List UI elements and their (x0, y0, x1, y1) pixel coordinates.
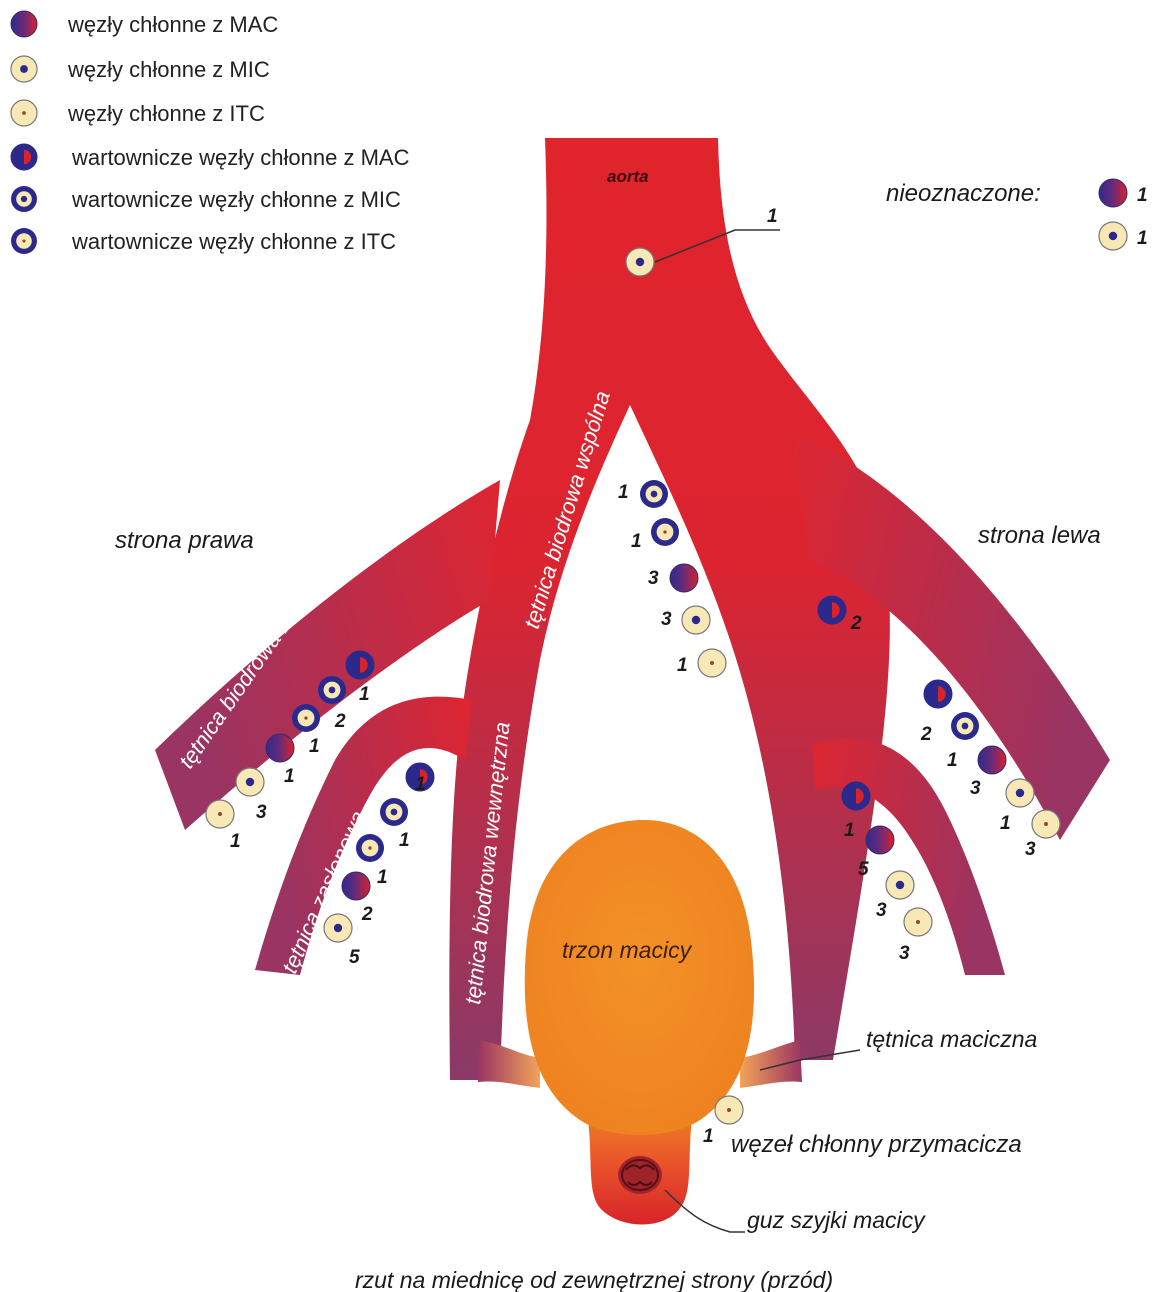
strona-lewa-label: strona lewa (978, 522, 1101, 549)
right-obturator-mic-node (324, 914, 352, 942)
right-external-iliac-mac-node (266, 734, 294, 762)
node-count: 2 (850, 613, 862, 634)
right-external-iliac-s-mic-node (318, 676, 346, 704)
node-count: 5 (858, 859, 869, 880)
presacral-itc-node (698, 649, 726, 677)
node-count: 2 (334, 711, 346, 732)
strona-prawa-label: strona prawa (115, 527, 254, 554)
legend-item-itc: węzły chłonne z ITC (11, 100, 265, 126)
legend-item-label: węzły chłonne z ITC (67, 101, 265, 126)
node-count: 3 (648, 568, 659, 589)
node-count: 1 (618, 482, 629, 503)
node-count: 1 (230, 831, 241, 852)
left-obturator-itc-node (904, 908, 932, 936)
parametrial-node-label: węzeł chłonny przymacicza (731, 1131, 1022, 1158)
cervical-tumor-shape (618, 1156, 662, 1194)
parametrial-itc-node (715, 1096, 743, 1124)
left-obturator-mic-node (886, 871, 914, 899)
left-common-iliac-s-mac-node (818, 596, 846, 624)
presacral-s-itc-node (651, 518, 679, 546)
legend-item-label: wartownicze węzły chłonne z MAC (71, 145, 410, 170)
presacral-mic-node (682, 606, 710, 634)
node-count: 2 (361, 904, 373, 925)
left-external-iliac-s-mic-node (951, 712, 979, 740)
left-external-iliac-mac-node (978, 746, 1006, 774)
right-obturator-s-itc-node (356, 834, 384, 862)
node-count: 1 (767, 206, 778, 227)
s-itc-legend-symbol (11, 228, 37, 254)
mic-legend-symbol (11, 56, 37, 82)
cervical-tumor-label: guz szyjki macicy (747, 1207, 926, 1233)
right-external-iliac-s-mac-node (346, 651, 374, 679)
right-external-iliac-mic-node (236, 768, 264, 796)
legend-item-label: wartownicze węzły chłonne z MIC (71, 187, 401, 212)
caption: rzut na miednicę od zewnętrznej strony (… (355, 1267, 833, 1292)
node-count: 3 (876, 900, 887, 921)
node-count: 1 (415, 774, 426, 795)
uterus-body (525, 820, 754, 1135)
legend-item-mic: węzły chłonne z MIC (11, 56, 270, 82)
presacral-s-mic-node (640, 480, 668, 508)
node-count: 1 (947, 750, 958, 771)
legend-item-label: węzły chłonne z MAC (67, 12, 278, 37)
presacral-mac-node (670, 564, 698, 592)
legend-item-s-mac: wartownicze węzły chłonne z MAC (11, 144, 410, 170)
s-mac-legend-symbol (11, 144, 37, 170)
node-count: 1 (309, 736, 320, 757)
node-count: 1 (631, 531, 642, 552)
left-uterine-artery (740, 1040, 802, 1088)
left-obturator-mac-node (866, 826, 894, 854)
node-count: 1 (399, 830, 410, 851)
uterus-body-label: trzon macicy (562, 937, 693, 963)
s-mic-legend-symbol (11, 186, 37, 212)
legend-item-mac: węzły chłonne z MAC (11, 11, 278, 37)
uterine-artery-label: tętnica maciczna (866, 1026, 1037, 1052)
node-count: 1 (703, 1126, 714, 1147)
unmarked-count: 1 (1137, 185, 1148, 206)
node-count: 5 (349, 947, 360, 968)
left-external-iliac-s-mac-node (924, 680, 952, 708)
itc-legend-symbol (11, 100, 37, 126)
unmarked-mic-node (1099, 222, 1127, 250)
unmarked-label: nieoznaczone: (886, 180, 1041, 207)
node-count: 1 (284, 766, 295, 787)
node-count: 1 (677, 655, 688, 676)
right-external-iliac-itc-node (206, 800, 234, 828)
node-count: 1 (844, 820, 855, 841)
mac-legend-symbol (11, 11, 37, 37)
aorta-label: aorta (607, 167, 649, 186)
node-count: 3 (1025, 839, 1036, 860)
node-count: 3 (970, 778, 981, 799)
legend-item-s-itc: wartownicze węzły chłonne z ITC (11, 228, 396, 254)
node-count: 2 (920, 724, 932, 745)
legend-item-label: wartownicze węzły chłonne z ITC (71, 229, 396, 254)
node-count: 3 (661, 609, 672, 630)
node-count: 3 (899, 943, 910, 964)
left-external-iliac-mic-node (1006, 779, 1034, 807)
node-count: 3 (256, 802, 267, 823)
node-count: 1 (1000, 813, 1011, 834)
right-uterine-artery (478, 1040, 540, 1088)
aorta-mic-node (626, 248, 654, 276)
legend-item-label: węzły chłonne z MIC (67, 57, 270, 82)
right-obturator-s-mic-node (380, 798, 408, 826)
left-external-iliac-itc-node (1032, 810, 1060, 838)
node-count: 1 (359, 684, 370, 705)
node-count: 1 (377, 867, 388, 888)
uterus (525, 820, 754, 1225)
legend-item-s-mic: wartownicze węzły chłonne z MIC (11, 186, 401, 212)
left-obturator-s-mac-node (842, 782, 870, 810)
right-external-iliac-s-itc-node (292, 704, 320, 732)
unmarked-count: 1 (1137, 228, 1148, 249)
unmarked-mac-node (1099, 179, 1127, 207)
right-obturator-mac-node (342, 872, 370, 900)
